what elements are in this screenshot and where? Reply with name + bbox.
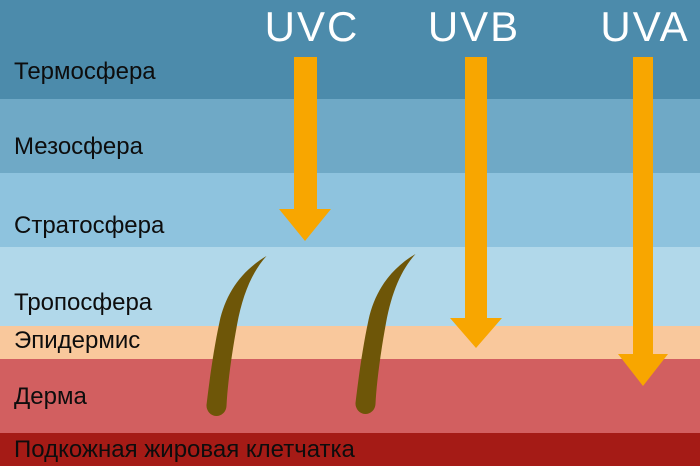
layer-label-mesosphere: Мезосфера [14,133,143,160]
uvb-ray-label: UVB [427,3,521,50]
layer-epidermis: Эпидермис [0,326,700,359]
layer-thermosphere: Термосфера [0,0,700,99]
layer-label-stratosphere: Стратосфера [14,212,165,239]
layer-dermis: Дерма [0,359,700,433]
layer-label-troposphere: Тропосфера [14,289,153,316]
layer-label-thermosphere: Термосфера [14,58,156,85]
layer-troposphere: Тропосфера [0,247,700,326]
layer-label-epidermis: Эпидермис [14,327,141,354]
uva-ray-label: UVA [600,3,690,50]
layer-label-dermis: Дерма [14,383,87,410]
layer-label-subcutaneous: Подкожная жировая клетчатка [14,436,355,463]
uvc-ray-label: UVC [264,3,360,50]
layer-stratosphere: Стратосфера [0,173,700,247]
layer-subcutaneous: Подкожная жировая клетчатка [0,433,700,466]
layer-mesosphere: Мезосфера [0,99,700,173]
